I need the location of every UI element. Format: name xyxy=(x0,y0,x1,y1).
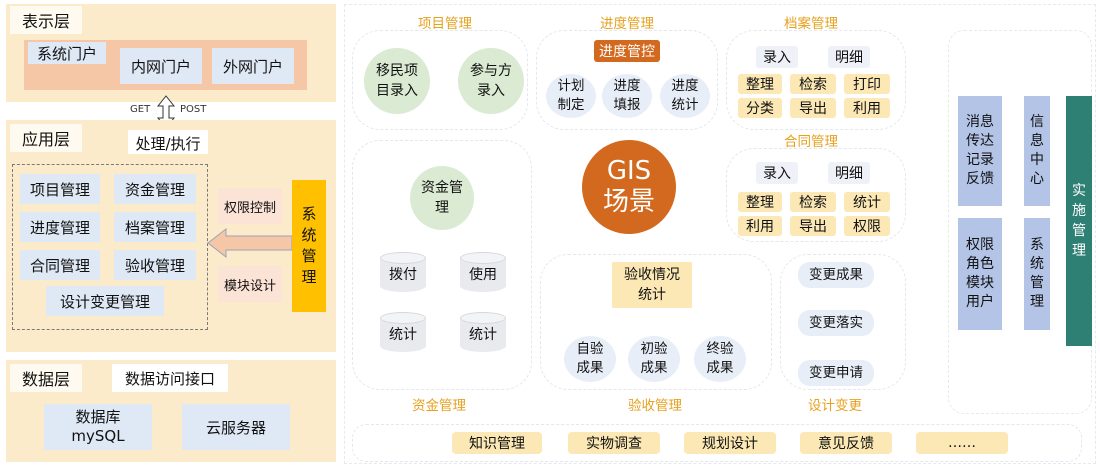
process-execute-bg xyxy=(128,130,208,154)
gis-scene[interactable]: GIS 场景 xyxy=(582,140,676,234)
acceptance-group-frame xyxy=(540,254,772,390)
contract-use[interactable]: 利用 xyxy=(738,216,782,236)
fund-allocate[interactable]: 拨付 xyxy=(380,252,426,296)
fund-stat-2-label: 统计 xyxy=(469,327,497,343)
archive-search[interactable]: 检索 xyxy=(790,74,836,94)
implementation-management[interactable]: 实 施 管 理 xyxy=(1066,96,1092,346)
acceptance-self[interactable]: 自验 成果 xyxy=(564,336,616,382)
opinion-feedback[interactable]: 意见反馈 xyxy=(800,432,892,454)
intranet-portal[interactable]: 内网门户 xyxy=(120,48,202,84)
bottom-group-frame xyxy=(352,424,1082,462)
change-implement[interactable]: 变更落实 xyxy=(798,310,874,336)
acceptance-stat[interactable]: 验收情况 统计 xyxy=(612,262,692,308)
post-label: POST xyxy=(180,104,207,115)
project-group-title: 项目管理 xyxy=(418,16,472,32)
fund-stat-1[interactable]: 统计 xyxy=(380,312,426,356)
database-label: 数据库 xyxy=(75,408,121,426)
archive-detail[interactable]: 明细 xyxy=(828,46,870,68)
module-design[interactable]: 模块设计 xyxy=(218,266,282,302)
archive-entry[interactable]: 录入 xyxy=(756,46,798,68)
module-fund[interactable]: 资金管理 xyxy=(114,174,196,204)
fund-usage[interactable]: 使用 xyxy=(460,252,506,296)
archive-use[interactable]: 利用 xyxy=(844,98,890,118)
diagram-outer-frame xyxy=(344,4,1096,464)
mysql-label: mySQL xyxy=(71,427,125,445)
module-project[interactable]: 项目管理 xyxy=(20,174,100,204)
fund-center[interactable]: 资金管 理 xyxy=(410,166,474,230)
fund-usage-label: 使用 xyxy=(469,267,497,283)
fund-allocate-label: 拨付 xyxy=(389,267,417,283)
planning-design[interactable]: 规划设计 xyxy=(684,432,776,454)
data-layer-title: 数据层 xyxy=(10,364,82,392)
more-items[interactable]: …… xyxy=(916,432,1008,454)
progress-report[interactable]: 进度 填报 xyxy=(602,74,652,118)
module-contract[interactable]: 合同管理 xyxy=(20,250,100,280)
contract-organize[interactable]: 整理 xyxy=(738,192,782,212)
acceptance-final[interactable]: 终验 成果 xyxy=(694,336,746,382)
gis-label: GIS xyxy=(606,156,652,186)
contract-entry[interactable]: 录入 xyxy=(756,162,798,184)
archive-group-frame xyxy=(726,30,906,130)
extranet-portal[interactable]: 外网门户 xyxy=(212,48,294,84)
project-group-frame xyxy=(352,30,528,130)
get-label: GET xyxy=(130,104,151,115)
fund-stat-2[interactable]: 统计 xyxy=(460,312,506,356)
archive-export[interactable]: 导出 xyxy=(790,98,836,118)
module-archive[interactable]: 档案管理 xyxy=(114,212,196,242)
fund-group-frame xyxy=(352,140,532,390)
design-change-group-frame xyxy=(780,254,906,390)
presentation-layer-title: 表示层 xyxy=(10,6,82,34)
data-access-interface[interactable]: 数据访问接口 xyxy=(112,364,228,392)
progress-stat[interactable]: 进度 统计 xyxy=(660,74,710,118)
design-change-group-title: 设计变更 xyxy=(808,398,862,414)
application-layer-title: 应用层 xyxy=(10,124,82,152)
progress-control[interactable]: 进度管控 xyxy=(594,40,660,62)
contract-stat[interactable]: 统计 xyxy=(844,192,890,212)
fund-group-title: 资金管理 xyxy=(412,398,466,414)
system-management-right[interactable]: 系统 管理 xyxy=(1024,218,1050,330)
process-execute-text: 处理/执行 xyxy=(135,135,201,153)
archive-print[interactable]: 打印 xyxy=(844,74,890,94)
archive-group-title: 档案管理 xyxy=(784,16,838,32)
cloud-server[interactable]: 云服务器 xyxy=(182,404,290,450)
change-result[interactable]: 变更成果 xyxy=(798,262,874,288)
acceptance-initial[interactable]: 初验 成果 xyxy=(628,336,680,382)
contract-search[interactable]: 检索 xyxy=(790,192,836,212)
permission-control[interactable]: 权限控制 xyxy=(218,188,282,224)
permission-role-module-user[interactable]: 权限 角色 模块 用户 xyxy=(958,218,1002,330)
knowledge-management[interactable]: 知识管理 xyxy=(452,432,542,454)
modules-frame xyxy=(12,164,208,330)
change-request[interactable]: 变更申请 xyxy=(798,360,874,386)
message-record-feedback[interactable]: 消息 传达 记录 反馈 xyxy=(958,96,1002,206)
archive-organize[interactable]: 整理 xyxy=(738,74,782,94)
module-acceptance[interactable]: 验收管理 xyxy=(114,250,196,280)
acceptance-group-title: 验收管理 xyxy=(628,398,682,414)
contract-export[interactable]: 导出 xyxy=(790,216,836,236)
fund-stat-1-label: 统计 xyxy=(389,327,417,343)
module-progress[interactable]: 进度管理 xyxy=(20,212,100,242)
contract-permission[interactable]: 权限 xyxy=(844,216,890,236)
database-mysql[interactable]: 数据库 mySQL xyxy=(44,404,152,450)
system-portal[interactable]: 系统门户 xyxy=(28,42,106,64)
progress-plan[interactable]: 计划 制定 xyxy=(546,74,596,118)
archive-classify[interactable]: 分类 xyxy=(738,98,782,118)
contract-group-frame xyxy=(726,148,906,242)
progress-group-frame xyxy=(536,30,718,130)
project-party-entry[interactable]: 参与方 录入 xyxy=(458,48,524,114)
left-arrow-icon xyxy=(207,227,293,259)
contract-group-title: 合同管理 xyxy=(784,134,838,150)
progress-group-title: 进度管理 xyxy=(600,16,654,32)
system-management-side[interactable]: 系 统 管 理 xyxy=(292,180,326,312)
physical-survey[interactable]: 实物调查 xyxy=(568,432,660,454)
project-migrant-entry[interactable]: 移民项 目录入 xyxy=(364,48,430,114)
scene-label: 场景 xyxy=(602,187,655,217)
module-design-change[interactable]: 设计变更管理 xyxy=(46,286,164,316)
contract-detail[interactable]: 明细 xyxy=(828,162,870,184)
info-center[interactable]: 信息 中心 xyxy=(1024,96,1050,206)
